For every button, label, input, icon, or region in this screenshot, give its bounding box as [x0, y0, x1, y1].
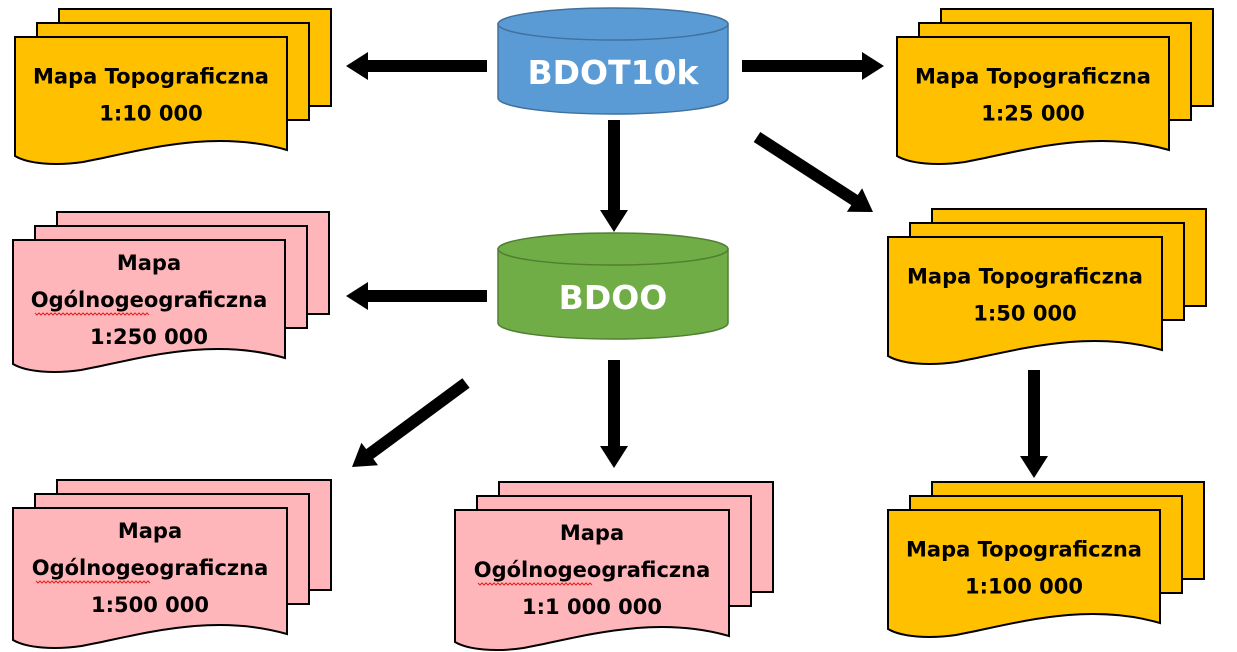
- cylinder-body: [497, 248, 729, 340]
- arrow-bdoo-to-general-500k: [352, 378, 470, 467]
- map-document-topo-10k: Mapa Topograficzna 1:10 000: [14, 8, 332, 165]
- cylinder-top: [497, 7, 729, 41]
- map-label-line: Mapa Topograficzna: [33, 65, 269, 89]
- map-label-line: 1:100 000: [965, 575, 1083, 599]
- map-label-line: Ogólnogeograficzna: [474, 558, 711, 582]
- map-label-line: Mapa: [560, 521, 624, 545]
- map-label-line: 1:500 000: [91, 593, 209, 617]
- map-label-line: Mapa Topograficzna: [915, 65, 1151, 89]
- map-label-line: Ogólnogeograficzna: [31, 288, 268, 312]
- map-label-line: Mapa Topograficzna: [906, 538, 1142, 562]
- database-label: BDOO: [559, 278, 668, 317]
- front-page: [12, 507, 288, 649]
- map-label-line: 1:250 000: [90, 325, 208, 349]
- front-page: [14, 36, 288, 165]
- map-document-topo-50k: Mapa Topograficzna 1:50 000: [887, 208, 1207, 365]
- cylinder-top: [497, 232, 729, 266]
- cylinder-body: [497, 23, 729, 115]
- map-document-topo-25k: Mapa Topograficzna 1:25 000: [896, 8, 1214, 165]
- database-bdot10k: BDOT10k: [497, 7, 729, 115]
- map-label-line: 1:50 000: [973, 302, 1076, 326]
- map-document-topo-100k: Mapa Topograficzna 1:100 000: [887, 481, 1205, 638]
- map-label-line: 1:25 000: [981, 102, 1084, 126]
- arrow-topo-50k-to-topo-100k: [1020, 370, 1048, 478]
- spellcheck-underline: [34, 312, 150, 316]
- map-label-line: Ogólnogeograficzna: [32, 556, 269, 580]
- arrow-bdot10k-to-bdoo: [600, 120, 628, 232]
- map-label-line: Mapa: [118, 519, 182, 543]
- spellcheck-underline: [35, 580, 151, 584]
- database-label: BDOT10k: [528, 53, 700, 92]
- arrow-bdot10k-to-topo-10k: [346, 52, 487, 80]
- arrow-bdot10k-to-topo-25k: [742, 52, 884, 80]
- map-label-line: 1:10 000: [99, 102, 202, 126]
- front-page: [887, 509, 1161, 638]
- front-page: [12, 239, 286, 373]
- map-label-line: Mapa Topograficzna: [907, 265, 1143, 289]
- edges-layer: [346, 52, 1048, 478]
- spellcheck-underline: [477, 582, 593, 586]
- front-page: [887, 236, 1163, 365]
- database-bdoo: BDOO: [497, 232, 729, 340]
- arrow-bdoo-to-general-1m: [600, 360, 628, 468]
- map-label-line: Mapa: [117, 251, 181, 275]
- front-page: [454, 509, 730, 651]
- arrow-bdoo-to-general-250k: [346, 282, 487, 310]
- front-page: [896, 36, 1170, 165]
- map-label-line: 1:1 000 000: [522, 595, 662, 619]
- arrow-bdot10k-to-topo-50k: [753, 132, 873, 212]
